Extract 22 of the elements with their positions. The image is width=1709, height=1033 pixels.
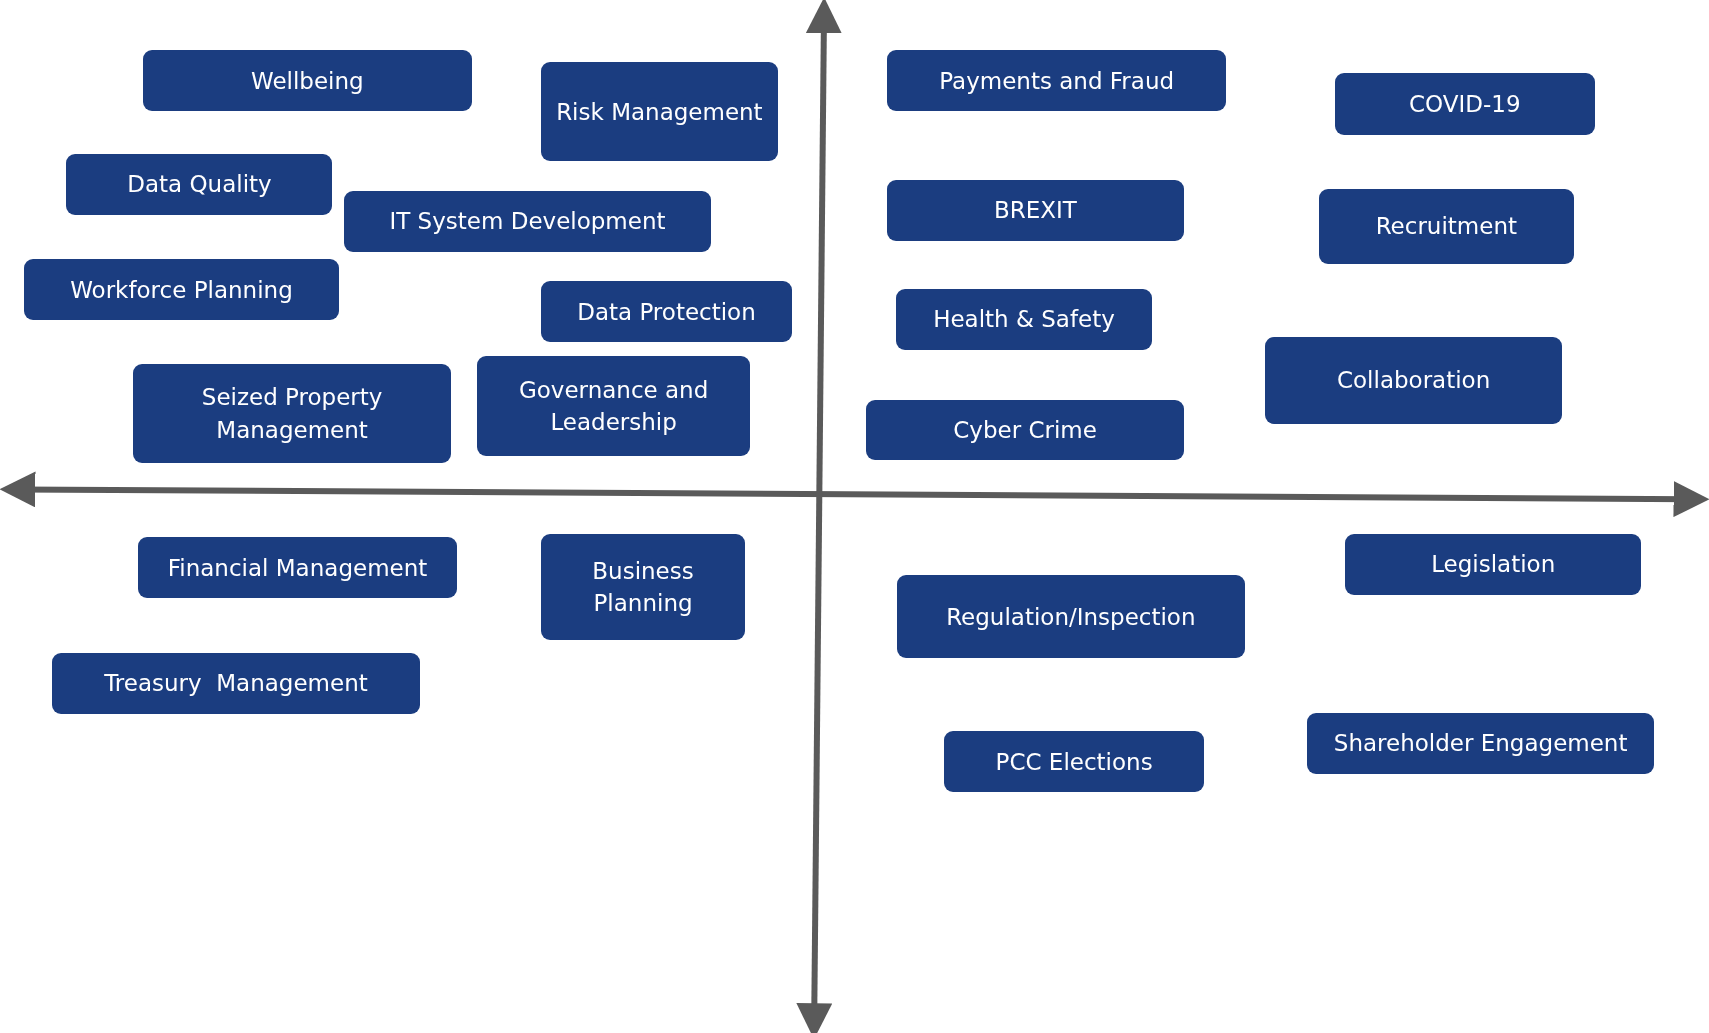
topic-label: Seized Property Management bbox=[200, 383, 384, 445]
topic-label: Cyber Crime bbox=[953, 415, 1097, 445]
topic-label: Risk Management bbox=[556, 97, 763, 127]
topic-label: Shareholder Engagement bbox=[1333, 729, 1628, 759]
topic-label: Regulation/Inspection bbox=[946, 602, 1196, 632]
topic-label: IT System Development bbox=[389, 207, 666, 237]
topic-label: BREXIT bbox=[993, 196, 1077, 226]
topic-label: COVID-19 bbox=[1409, 90, 1521, 119]
topic-label: Wellbeing bbox=[251, 66, 364, 96]
topic-label: Workforce Planning bbox=[70, 275, 293, 305]
topic-label: Business Planning bbox=[591, 556, 695, 618]
topic-label: Governance and Leadership bbox=[517, 375, 710, 437]
topic-label: Data Quality bbox=[127, 170, 272, 200]
topic-label: Legislation bbox=[1431, 550, 1556, 580]
topic-label: Financial Management bbox=[167, 553, 428, 583]
topic-label: PCC Elections bbox=[995, 747, 1153, 777]
topic-label: Recruitment bbox=[1375, 212, 1517, 242]
topic-label: Health & Safety bbox=[933, 305, 1115, 335]
topic-label: Collaboration bbox=[1336, 366, 1491, 396]
topic-label: Treasury Management bbox=[104, 669, 368, 699]
topic-label: Payments and Fraud bbox=[939, 66, 1175, 96]
topic-label: Data Protection bbox=[577, 297, 756, 327]
